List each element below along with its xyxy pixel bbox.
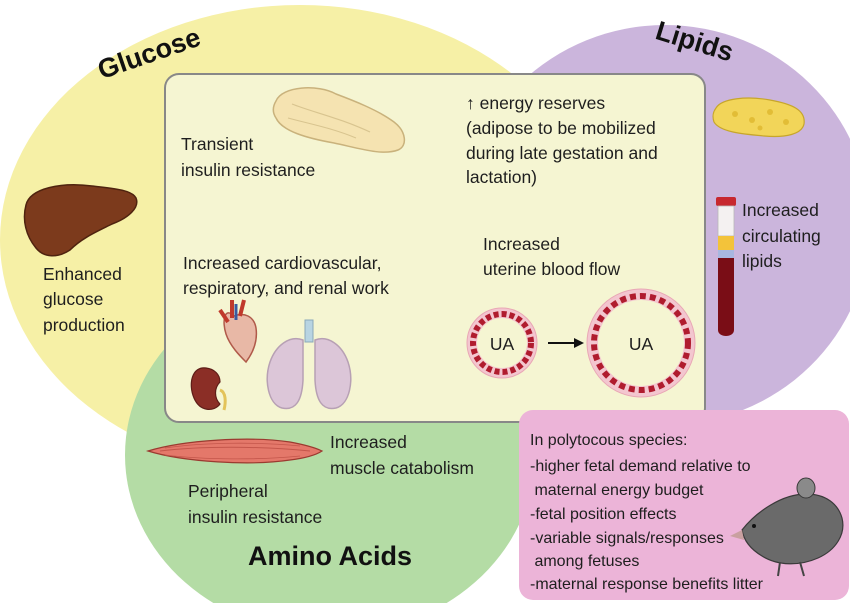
arrow-right-icon [548,338,584,348]
central-box [164,73,706,423]
muscle-icon [145,438,324,464]
adipose-tissue-icon [712,97,805,138]
kidney-icon [190,367,227,411]
uterine-artery-small-icon [466,307,538,379]
uterine-artery-large-icon [586,288,696,398]
enhanced-glucose-production-text: Enhanced glucose production [43,264,127,335]
peripheral-insulin-resistance-text: Peripheral insulin resistance [188,481,322,527]
lungs-icon [266,319,352,410]
polytocous-list: -higher fetal demand relative to materna… [530,458,764,593]
heart-icon [218,299,258,364]
blood-tube-icon [716,197,736,336]
mouse-icon [730,477,844,577]
liver-icon [23,184,138,257]
pancreas-icon [272,87,406,153]
energy-reserves-text: ↑ energy reserves (adipose to be mobiliz… [466,93,663,187]
ua-large-label: UA [629,334,654,354]
uterine-blood-flow-text: Increased uterine blood flow [483,234,621,279]
cardiovascular-work-text: Increased cardiovascular, respiratory, a… [183,253,389,298]
amino-acids-title: Amino Acids [248,541,412,571]
transient-insulin-resistance-text: Transient insulin resistance [181,134,315,180]
polytocous-heading: In polytocous species: [530,432,687,449]
increased-muscle-catabolism-text: Increased muscle catabolism [330,432,474,478]
increased-circulating-lipids-text: Increased circulating lipids [742,200,826,271]
ua-small-label: UA [490,334,515,354]
